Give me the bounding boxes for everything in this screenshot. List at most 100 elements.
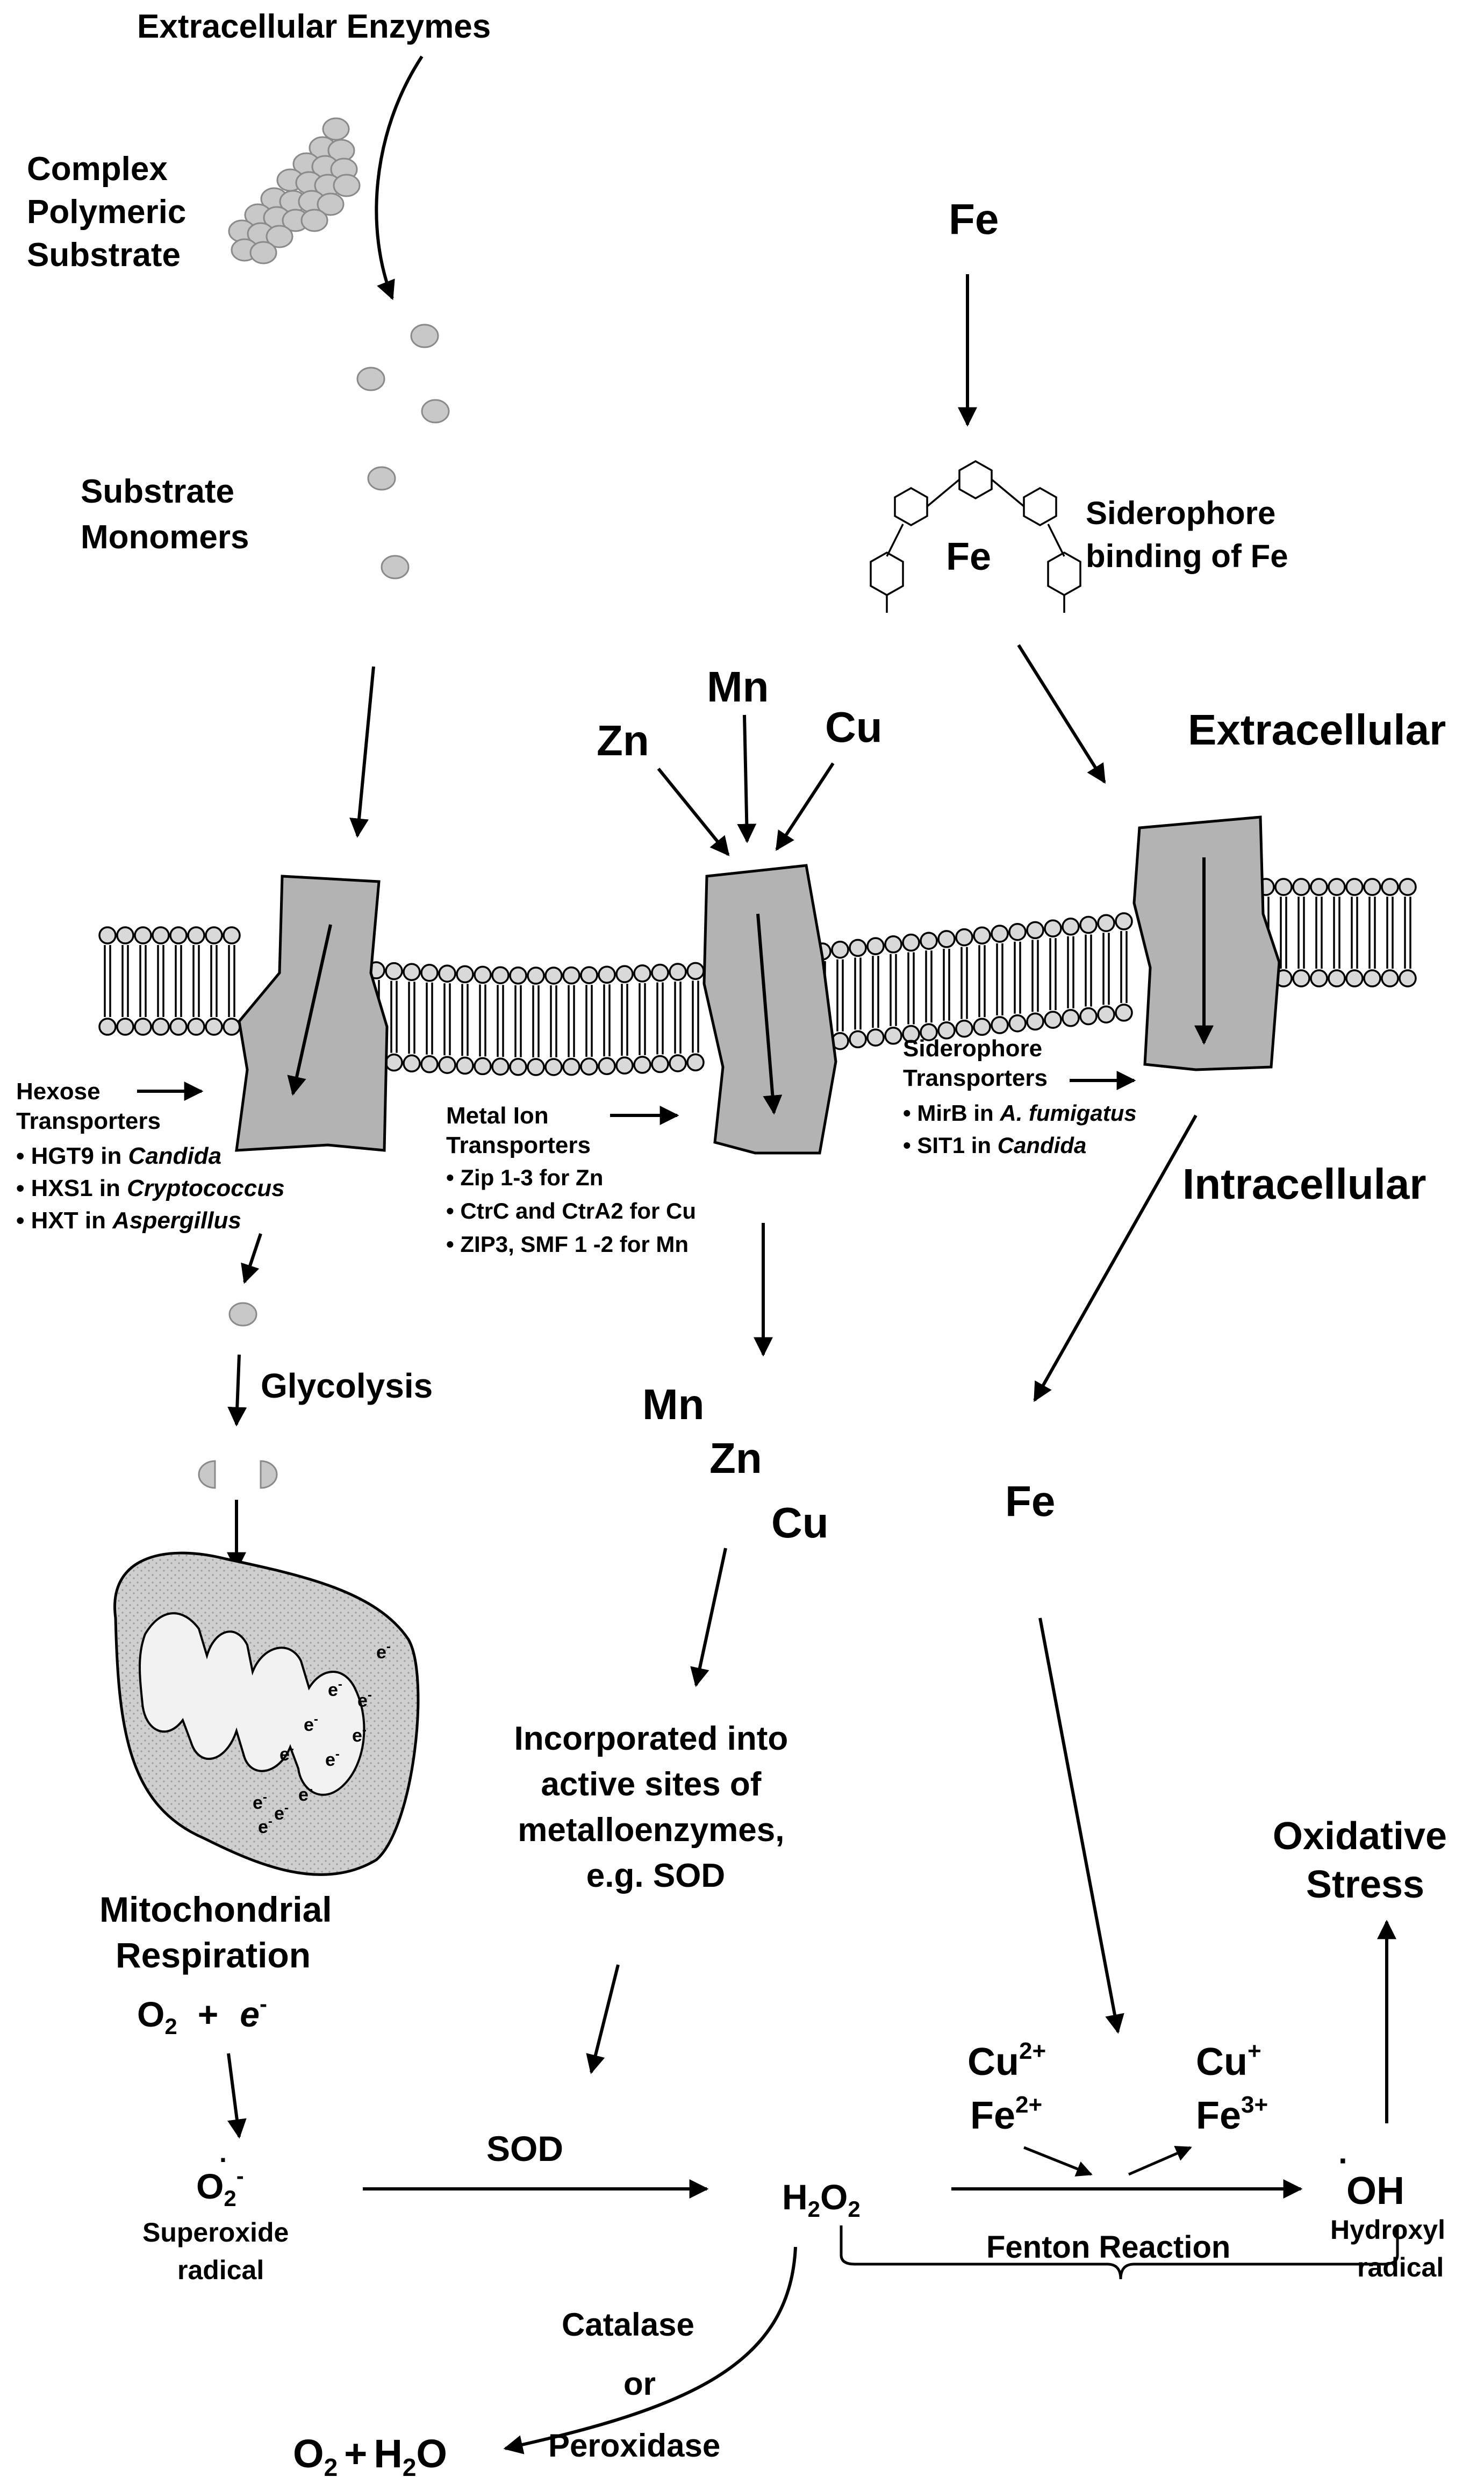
lipid-head [223, 926, 241, 944]
lipid-head [205, 1018, 223, 1036]
lipid-head [580, 966, 598, 984]
lipid-head [134, 926, 152, 944]
lipid-head [1328, 878, 1346, 896]
glucose-molecule [228, 1302, 257, 1327]
electron: e- [279, 1742, 294, 1765]
metal-transporters-title: Metal Ion Transporters [446, 1103, 591, 1158]
polymer-unit [317, 192, 345, 216]
lipid-head [686, 962, 705, 980]
h2o2-formula: H2O2 [782, 2177, 861, 2222]
cell-membrane [98, 878, 1417, 1076]
or-label: or [623, 2366, 656, 2402]
lipid-head [598, 1057, 616, 1075]
complex-substrate-label: Complex Polymeric Substrate [27, 151, 196, 274]
hexose-out-arrow [241, 1233, 262, 1284]
metal-transporter-list: • Zip 1-3 for Zn• CtrC and CtrA2 for Cu•… [446, 1165, 696, 1257]
o2-h2o-product: O2+H2O [293, 2431, 447, 2481]
lipid-head [686, 1053, 705, 1072]
lipid-head [456, 1056, 474, 1075]
lipid-head [98, 926, 117, 944]
lipid-head [1008, 922, 1027, 941]
metalloenzyme-label: Incorporated into active sites of metall… [514, 1720, 797, 1894]
siderophore-to-transporter-arrow [1017, 644, 1106, 784]
transporter-item: • ZIP3, SMF 1 -2 for Mn [446, 1232, 689, 1257]
siderophore-transporter-list: • MirB in A. fumigatus• SIT1 in Candida [903, 1100, 1137, 1158]
electron: e- [328, 1677, 342, 1700]
sod-label: SOD [486, 2129, 563, 2168]
lipid-head [1399, 969, 1417, 987]
monomer [421, 399, 450, 424]
substrate-monomers-label: Substrate Monomers [81, 473, 249, 556]
metalloenzyme-to-sod-arrow [586, 1964, 620, 2074]
zn-intracellular: Zn [709, 1434, 762, 1482]
extracellular-label: Extracellular [1188, 706, 1446, 754]
electron: e- [325, 1747, 340, 1770]
transporter-item: • HGT9 in Candida [16, 1143, 221, 1169]
lipid-head [920, 932, 938, 950]
lipid-head [420, 964, 439, 982]
transporter-item: • Zip 1-3 for Zn [446, 1165, 603, 1190]
enzyme-arrow [375, 55, 424, 300]
lipid-head [527, 967, 545, 985]
zn-label: Zn [597, 717, 649, 764]
siderophore-transporter-protein [1132, 815, 1281, 1071]
lipid-head [937, 930, 956, 948]
lipid-head [1310, 969, 1328, 987]
polymer-unit [322, 117, 350, 141]
lipid-head [403, 963, 421, 982]
lipid-head [438, 964, 456, 983]
lipid-head [1079, 1007, 1098, 1026]
lipid-head [169, 926, 188, 944]
catalase-arrow [503, 2246, 797, 2454]
lipid-head [420, 1055, 439, 1073]
oxidative-stress-label: Oxidative Stress [1273, 1815, 1458, 1906]
lipid-head [152, 1018, 170, 1036]
mn-label: Mn [707, 663, 769, 711]
lipid-head [1274, 878, 1293, 896]
lipid-head [866, 1028, 885, 1047]
lipid-head [134, 1018, 152, 1036]
lipid-head [474, 1057, 492, 1076]
fenton-reactant-arrow [1023, 2146, 1093, 2177]
lipid-head [598, 965, 616, 984]
polymer-unit [333, 174, 361, 197]
monomer [356, 367, 385, 391]
lipid-head [1115, 1004, 1133, 1022]
monomer-uptake-arrow [349, 666, 375, 838]
to-metalloenzyme-arrow [690, 1548, 727, 1687]
glycolysis-arrow [227, 1354, 247, 1427]
lipid-head [474, 965, 492, 984]
mitochondrial-respiration-label: Mitochondrial Respiration [99, 1889, 342, 1975]
polymer-unit [266, 225, 293, 248]
lipid-head [491, 1057, 510, 1076]
lipid-head [1008, 1014, 1027, 1033]
lipid-head [491, 966, 510, 984]
electron: e- [352, 1723, 367, 1746]
lipid-head [1345, 969, 1364, 987]
lipid-head [403, 1054, 421, 1073]
superoxide-formula: O2- [196, 2163, 244, 2211]
lipid-head [1292, 878, 1310, 896]
cu-intracellular: Cu [771, 1499, 829, 1547]
lipid-head [1044, 1011, 1062, 1029]
lipid-head [116, 926, 134, 944]
lipid-head [169, 1018, 188, 1036]
lipid-head [1062, 1009, 1080, 1027]
fe-bound-label: Fe [946, 535, 991, 578]
electron: e- [357, 1688, 372, 1711]
o2-to-superoxide-arrow [227, 2053, 247, 2139]
fenton-brace [840, 2225, 1399, 2280]
monomer [381, 555, 410, 579]
lipid-head [1345, 878, 1364, 896]
fe-extracellular-label: Fe [949, 195, 999, 243]
hexose-transporter-list: • HGT9 in Candida• HXS1 in Cryptococcus•… [16, 1143, 285, 1234]
lipid-head [615, 965, 634, 983]
metal-ion-transporter-protein [702, 864, 837, 1155]
lipid-head [633, 964, 651, 983]
lipid-head [973, 926, 991, 945]
electron: e- [253, 1790, 267, 1813]
monomer [367, 466, 396, 491]
lipid-head [902, 933, 920, 952]
lipid-head [187, 926, 205, 944]
